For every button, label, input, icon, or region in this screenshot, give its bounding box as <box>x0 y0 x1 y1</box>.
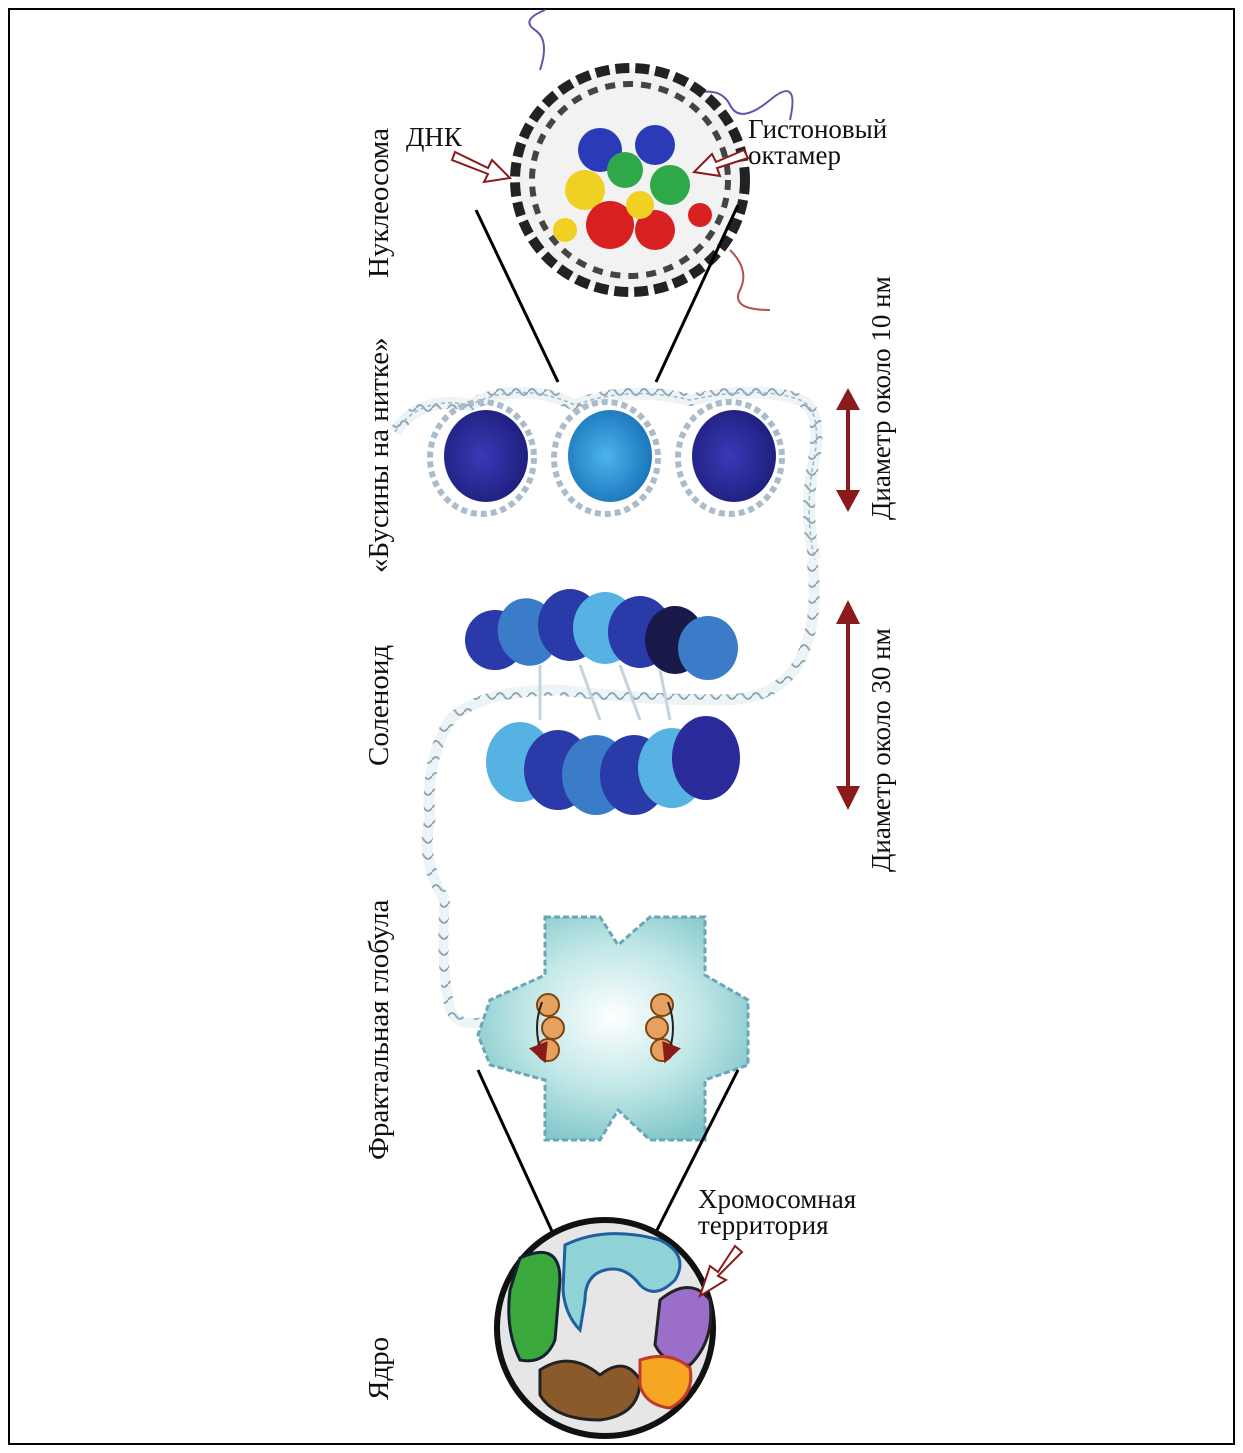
nucleus <box>497 1220 713 1436</box>
bead-3 <box>678 402 782 514</box>
dna-label: ДНК <box>406 122 463 152</box>
solenoid-bottom-row <box>486 716 740 815</box>
label-nucleosome: Нуклеосома <box>363 128 395 278</box>
label-fractal-globule: Фрактальная глобула <box>363 899 395 1160</box>
octamer-label-line2: октамер <box>748 140 841 170</box>
territory-green <box>509 1252 560 1360</box>
diameter-10nm: Диаметр около 10 нм <box>836 276 896 520</box>
territory-label-line2: территория <box>698 1210 829 1240</box>
territory-annotation: Хромосомная территория <box>698 1184 856 1296</box>
territory-arrow-icon <box>700 1246 742 1296</box>
beads-on-string <box>395 393 816 561</box>
fractal-globule <box>443 900 748 1140</box>
label-nucleus: Ядро <box>363 1337 395 1400</box>
diameter-30nm: Диаметр около 30 нм <box>836 600 896 872</box>
label-solenoid: Соленоид <box>363 645 395 766</box>
dna-arrow-icon <box>452 152 510 182</box>
dna-annotation: ДНК <box>406 122 510 182</box>
territory-brown <box>540 1361 640 1420</box>
solenoid-top-row <box>457 589 738 680</box>
fractal-domain-right <box>646 994 673 1061</box>
diameter-10nm-label: Диаметр около 10 нм <box>866 276 896 520</box>
fractal-domain-left <box>537 994 564 1061</box>
bead-1 <box>430 402 534 514</box>
solenoid-structure <box>427 560 814 900</box>
label-beads-on-string: «Бусины на нитке» <box>363 337 395 573</box>
diameter-30nm-label: Диаметр около 30 нм <box>866 628 896 872</box>
bead-2 <box>554 402 658 514</box>
